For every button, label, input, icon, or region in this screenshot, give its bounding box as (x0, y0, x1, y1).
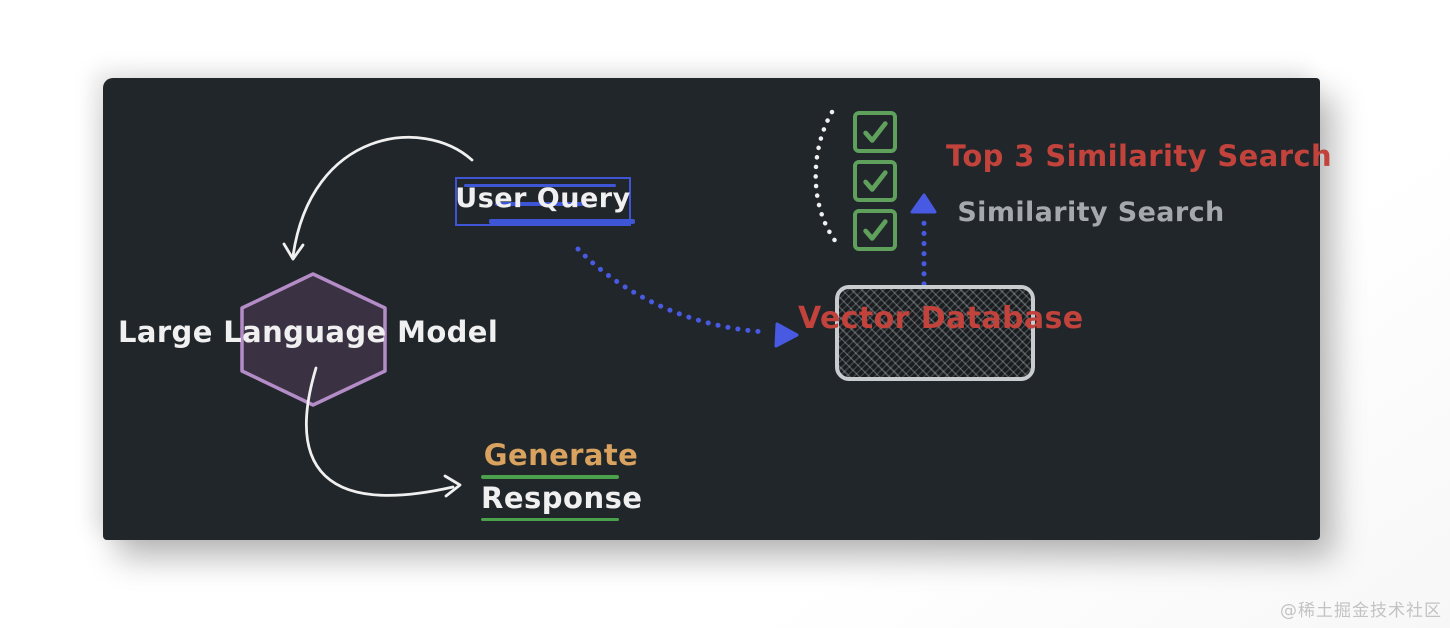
checkbox-checked-icon (853, 209, 897, 251)
watermark: @稀土掘金技术社区 (1280, 601, 1442, 621)
arrowhead-down-icon (282, 242, 305, 261)
diagram-canvas: User Query Large Language Model Vector D… (103, 78, 1333, 540)
user-query-node: User Query (455, 177, 635, 226)
arrowhead-right-icon (443, 474, 462, 498)
arrow-query-to-vectordb (575, 246, 770, 335)
underline (481, 517, 619, 521)
vector-database-node (835, 285, 1035, 381)
underline (481, 475, 619, 479)
response-node: Response (481, 475, 643, 521)
highlight-line (495, 202, 587, 206)
highlight-line (489, 219, 635, 224)
vector-database-label: Vector Database (798, 301, 1084, 336)
dotted-arc (813, 109, 843, 250)
checkbox-checked-icon (853, 111, 897, 153)
blue-arrowhead-up-icon (910, 193, 937, 214)
user-query-label: User Query (455, 183, 631, 214)
arrow-user-query-to-llm (291, 135, 474, 258)
arrow-llm-to-response (305, 366, 455, 497)
highlight-line (464, 184, 616, 187)
top3-similarity-label: Top 3 Similarity Search (946, 139, 1333, 173)
llm-label: Large Language Model (118, 315, 499, 349)
response-label: Response (481, 480, 643, 515)
similarity-search-label: Similarity Search (957, 197, 1225, 228)
blue-arrowhead-right-icon (774, 322, 799, 348)
checkbox-checked-icon (853, 160, 897, 202)
generate-label: Generate (483, 438, 639, 472)
